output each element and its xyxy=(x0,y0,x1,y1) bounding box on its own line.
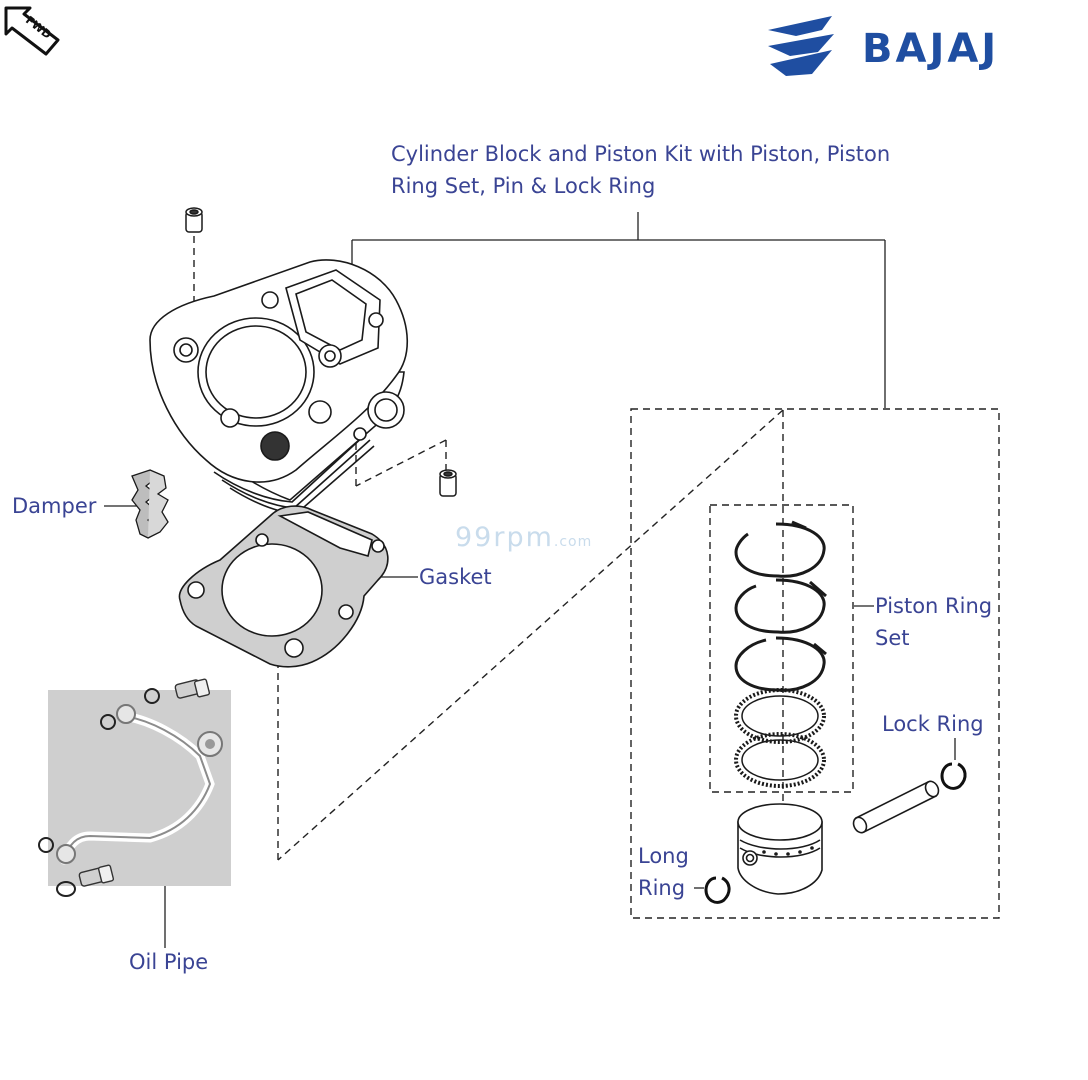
lock-ring-drawing xyxy=(940,762,967,790)
oil-pipe-photo xyxy=(48,690,231,886)
piston-drawing xyxy=(737,803,823,895)
oil-pipe-bolt-top xyxy=(174,678,211,699)
label-piston-ring-line2: Set xyxy=(875,626,910,650)
label-damper: Damper xyxy=(12,494,97,518)
label-kit-line1: Cylinder Block and Piston Kit with Pisto… xyxy=(391,142,891,166)
cylinder-block-drawing xyxy=(149,259,409,515)
piston-ring-set-drawing xyxy=(734,520,827,788)
label-piston-ring-line1: Piston Ring xyxy=(875,594,993,618)
label-long-ring-line2: Ring xyxy=(638,876,686,900)
watermark: 99rpm.com xyxy=(455,522,592,553)
label-kit-line2: Ring Set, Pin & Lock Ring xyxy=(391,174,656,198)
bajaj-brand-text: BAJAJ xyxy=(862,26,1000,72)
label-oil-pipe: Oil Pipe xyxy=(129,950,209,974)
label-gasket: Gasket xyxy=(419,565,492,589)
long-ring-drawing xyxy=(704,876,731,904)
fwd-arrow-icon: FWD xyxy=(4,6,60,56)
label-long-ring-line1: Long xyxy=(638,844,689,868)
dowel-pin-bottom xyxy=(439,469,457,497)
watermark-main: 99rpm xyxy=(455,522,554,553)
oil-pipe-washers xyxy=(38,688,160,897)
gasket-drawing xyxy=(178,505,389,668)
damper-drawing xyxy=(131,469,169,539)
dowel-pin-top xyxy=(185,207,203,233)
label-lock-ring: Lock Ring xyxy=(882,712,984,736)
watermark-suffix: .com xyxy=(553,534,593,550)
piston-pin-drawing xyxy=(852,780,940,834)
bajaj-logo-icon xyxy=(768,16,834,76)
oil-pipe-bolt-bottom xyxy=(78,864,115,887)
